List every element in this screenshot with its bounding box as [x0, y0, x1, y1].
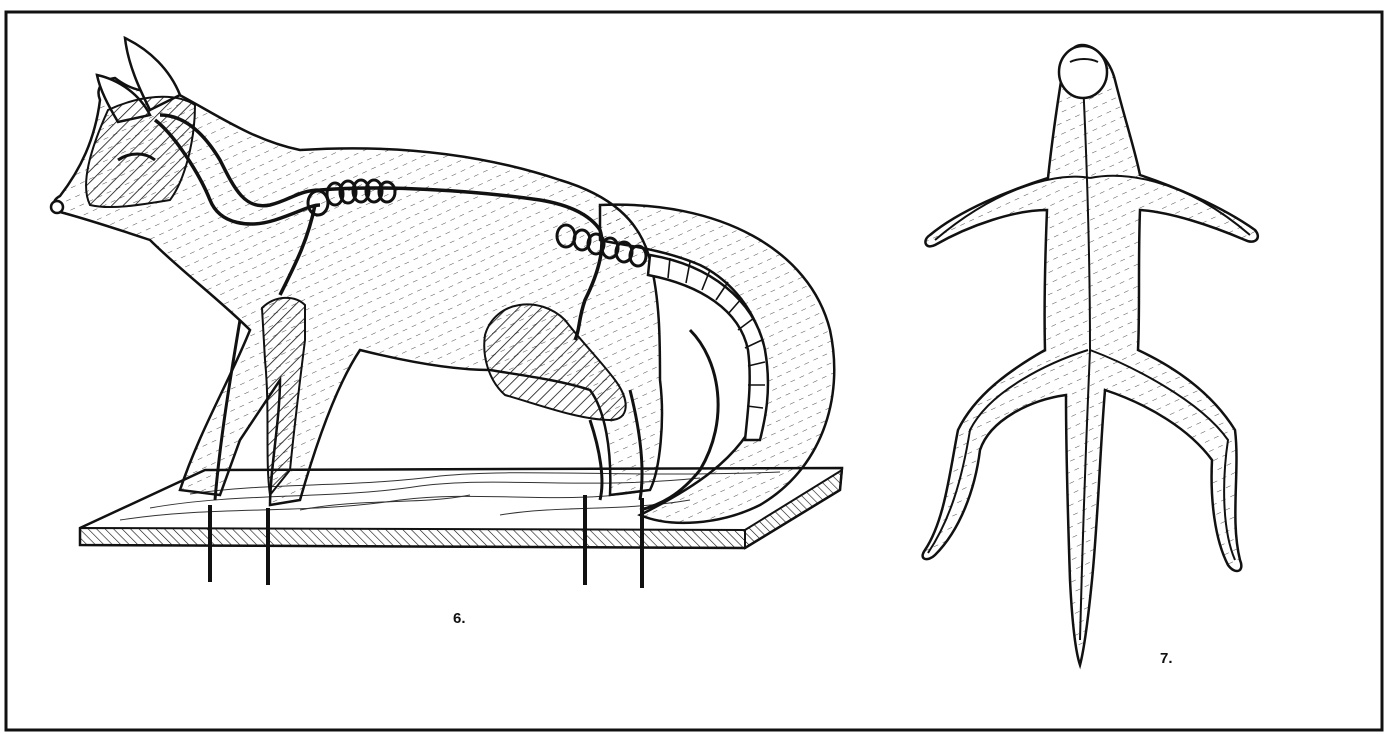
- fox-nose: [51, 201, 63, 213]
- figure-6-fox-drawing: [51, 38, 842, 588]
- skin-head: [1059, 46, 1107, 98]
- figure-7-skin-drawing: [923, 45, 1258, 665]
- figure-6-label: 6.: [453, 610, 466, 627]
- figure-7-label: 7.: [1160, 650, 1173, 667]
